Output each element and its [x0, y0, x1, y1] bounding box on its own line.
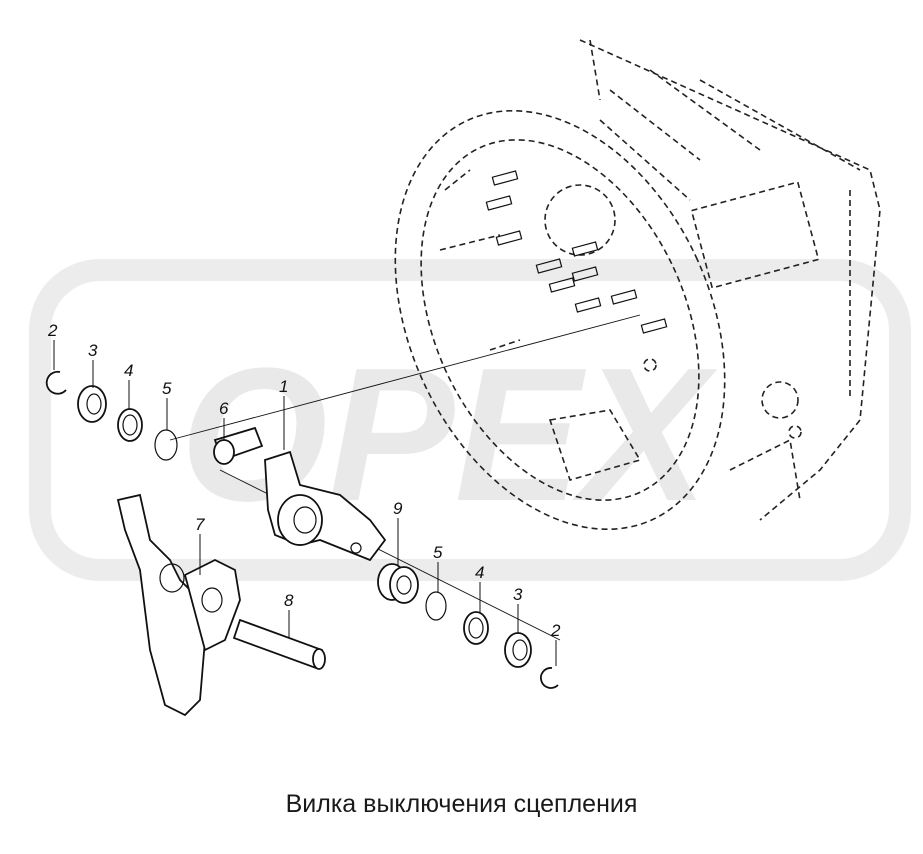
callout-2-left: 2: [47, 321, 58, 340]
snap-ring-left: [154, 429, 178, 461]
leader-lines: [53, 340, 557, 666]
callout-labels: 1 2 3 4 5 6 7 8 9 5 4 3 2: [47, 321, 561, 640]
washer-left: [117, 408, 143, 442]
bolt: [213, 426, 264, 465]
watermark-text: ОРЕХ: [180, 329, 718, 541]
washer-right: [463, 611, 489, 645]
callout-3-left: 3: [88, 341, 98, 360]
callout-4-left: 4: [124, 361, 133, 380]
release-fork: [116, 493, 241, 717]
snap-ring-right: [425, 591, 447, 621]
bushing-left: [77, 385, 107, 423]
assembly-axis-line: [169, 314, 641, 441]
watermark: ОРЕХ: [29, 259, 911, 581]
callout-2-right: 2: [550, 621, 561, 640]
callout-6: 6: [219, 399, 229, 418]
callout-9: 9: [393, 499, 403, 518]
housing-studs: [485, 170, 668, 334]
bearing: [377, 563, 419, 604]
callout-4-right: 4: [475, 563, 484, 582]
callout-5-right: 5: [433, 543, 443, 562]
retaining-ring-left: [45, 370, 67, 395]
release-lever: [264, 450, 387, 562]
diagram-caption: Вилка выключения сцепления: [285, 790, 638, 818]
callout-5-left: 5: [162, 379, 172, 398]
callout-7: 7: [195, 515, 205, 534]
bushing-right: [504, 632, 532, 668]
callout-1: 1: [279, 377, 288, 396]
pin: [232, 618, 326, 670]
callout-8: 8: [284, 591, 294, 610]
retaining-ring-right: [540, 667, 559, 689]
callout-3-right: 3: [513, 585, 523, 604]
